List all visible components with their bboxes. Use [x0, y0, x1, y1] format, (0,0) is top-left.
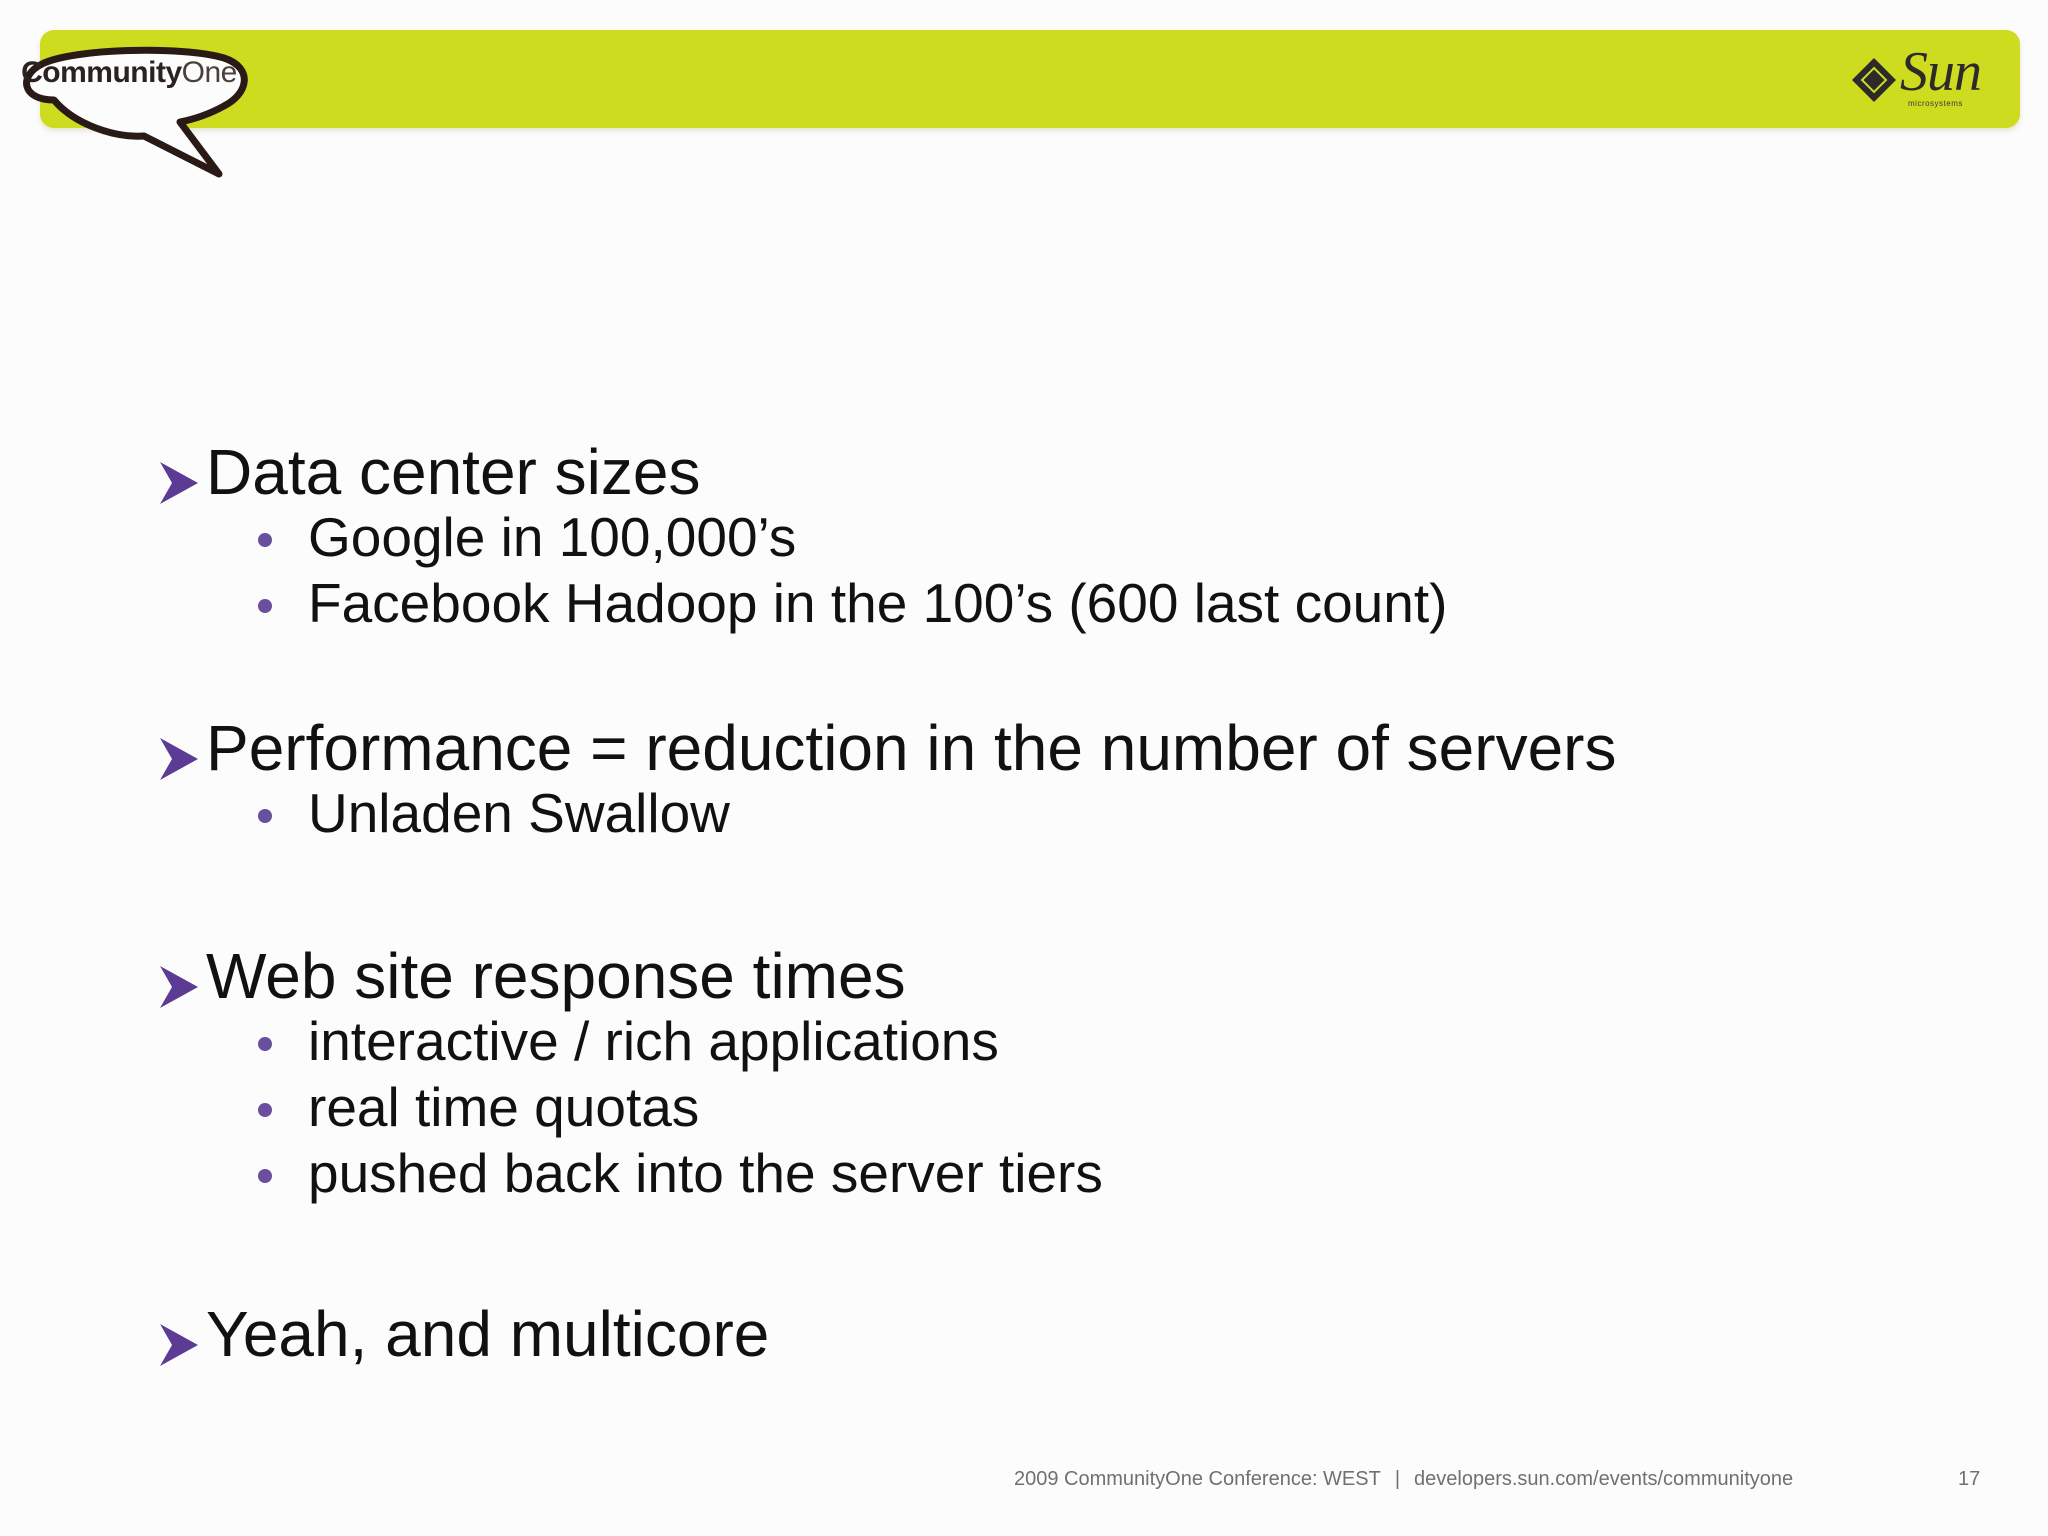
- sun-logo-subtext: microsystems: [1908, 99, 1963, 108]
- heading-text: Web site response times: [206, 940, 906, 1012]
- footer-conference: 2009 CommunityOne Conference: WEST: [1014, 1468, 1381, 1490]
- section-data-center-sizes: Data center sizes Google in 100,000’s Fa…: [158, 440, 1447, 636]
- section-web-site-response-times: Web site response times interactive / ri…: [158, 944, 1103, 1206]
- heading-text: Performance = reduction in the number of…: [206, 712, 1617, 784]
- list-item: interactive / rich applications: [158, 1008, 1103, 1074]
- list-item-text: Unladen Swallow: [308, 782, 730, 844]
- list-item-text: pushed back into the server tiers: [308, 1142, 1103, 1204]
- logo-text-light: One: [181, 56, 238, 89]
- heading-text: Yeah, and multicore: [206, 1298, 770, 1370]
- list-item-text: Google in 100,000’s: [308, 506, 797, 568]
- subitem-list: Google in 100,000’s Facebook Hadoop in t…: [158, 504, 1447, 636]
- arrow-bullet-icon: [160, 966, 198, 1008]
- list-item: Facebook Hadoop in the 100’s (600 last c…: [158, 570, 1447, 636]
- sun-diamond-icon: [1852, 58, 1896, 102]
- bullet-dot-icon: [258, 809, 272, 823]
- sun-logo-text: Sun: [1900, 41, 1982, 103]
- arrow-bullet-icon: [160, 1324, 198, 1366]
- arrow-bullet-icon: [160, 738, 198, 780]
- footer-url: developers.sun.com/events/communityone: [1414, 1468, 1794, 1490]
- communityone-logo: [23, 46, 248, 178]
- subitem-list: Unladen Swallow: [158, 780, 1616, 846]
- section-multicore: Yeah, and multicore: [158, 1302, 769, 1366]
- sun-logo: Sun microsystems: [1850, 44, 2000, 114]
- section-heading: Performance = reduction in the number of…: [158, 716, 1616, 780]
- section-heading: Web site response times: [158, 944, 1103, 1008]
- bullet-dot-icon: [258, 1103, 272, 1117]
- page-number: 17: [1958, 1468, 1981, 1490]
- list-item-text: interactive / rich applications: [308, 1010, 999, 1072]
- logo-text-strong: Community: [21, 56, 182, 89]
- subitem-list: interactive / rich applications real tim…: [158, 1008, 1103, 1206]
- bullet-dot-icon: [258, 533, 272, 547]
- list-item: pushed back into the server tiers: [158, 1140, 1103, 1206]
- list-item-text: real time quotas: [308, 1076, 700, 1138]
- heading-text: Data center sizes: [206, 436, 701, 508]
- bullet-dot-icon: [258, 1037, 272, 1051]
- communityone-logo-text: CommunityOne: [14, 56, 244, 90]
- list-item: Unladen Swallow: [158, 780, 1616, 846]
- arrow-bullet-icon: [160, 462, 198, 504]
- list-item-text: Facebook Hadoop in the 100’s (600 last c…: [308, 572, 1448, 634]
- section-heading: Data center sizes: [158, 440, 1447, 504]
- header-band: [40, 30, 2020, 128]
- section-performance: Performance = reduction in the number of…: [158, 716, 1616, 846]
- footer-separator: |: [1394, 1468, 1401, 1490]
- slide-footer: 2009 CommunityOne Conference: WEST | devel…: [1014, 1468, 1793, 1491]
- list-item: real time quotas: [158, 1074, 1103, 1140]
- section-heading: Yeah, and multicore: [158, 1302, 769, 1366]
- list-item: Google in 100,000’s: [158, 504, 1447, 570]
- bullet-dot-icon: [258, 599, 272, 613]
- bullet-dot-icon: [258, 1169, 272, 1183]
